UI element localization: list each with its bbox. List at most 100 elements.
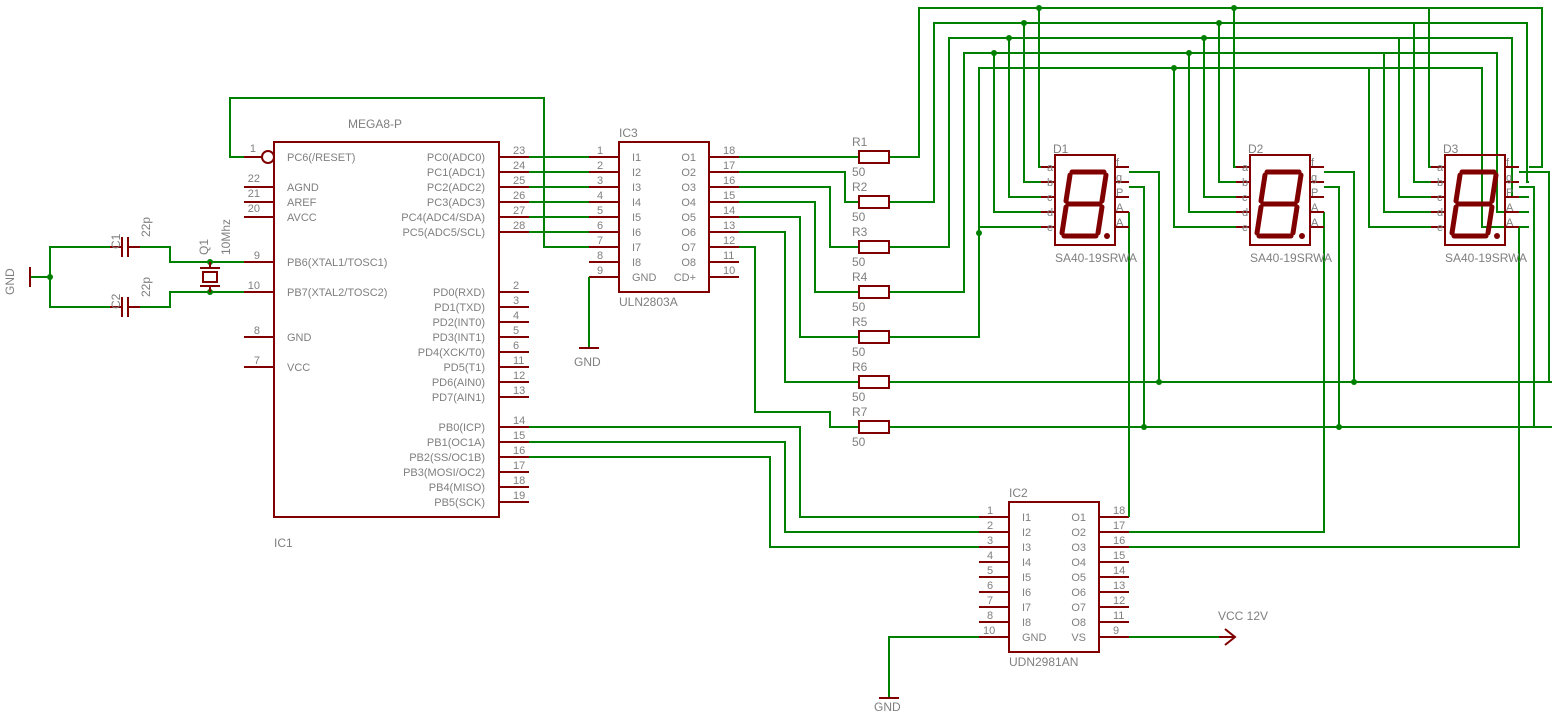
ic2-pin-num: 16 (1113, 535, 1125, 547)
resistor-value: 50 (852, 165, 866, 179)
gnd-label: GND (574, 355, 601, 369)
display-pin-label: e (1437, 222, 1443, 234)
display-body (1054, 154, 1116, 246)
ic3-pin-label: CD+ (674, 272, 696, 284)
ic2-pin-label: O1 (1071, 512, 1086, 524)
wire-d3-pins (1368, 8, 1439, 228)
display-pin-label: b (1047, 177, 1053, 189)
ic1-pin-num: 17 (513, 460, 525, 472)
ic1-pin-num: 1 (250, 143, 256, 155)
ic1-pin-label: PC2(ADC2) (427, 182, 485, 194)
capacitor-value: 22p (139, 217, 153, 237)
ic1-pin-num: 19 (513, 490, 525, 502)
resistor-name: R4 (852, 270, 868, 284)
ic3-pin-num: 11 (723, 250, 734, 262)
display-pin-label: a (1242, 162, 1249, 174)
ic3-pin-num: 15 (723, 190, 735, 202)
seven-segment-digit (1254, 169, 1304, 239)
ic1-pin-num: 27 (513, 205, 525, 217)
display-pin-label: P (1311, 187, 1318, 199)
ic3-pin-num: 18 (723, 145, 735, 157)
resistor-r4 (858, 285, 890, 299)
ic1-pin-label: PD5(T1) (443, 362, 485, 374)
ic3-pin-lines (589, 156, 739, 278)
ic1-pin-num: 15 (513, 430, 525, 442)
junction (1006, 35, 1012, 41)
ic2-pin-num: 14 (1113, 565, 1125, 577)
display-pin-label: g (1311, 172, 1317, 184)
ic2-pin-label: I3 (1022, 542, 1031, 554)
display-pin-label: f (1116, 157, 1120, 169)
ic1-pin-num: 28 (513, 220, 525, 232)
display-value: SA40-19SRWA (1250, 251, 1332, 265)
vcc-label: VCC 12V (1218, 609, 1268, 623)
resistor-r3 (858, 240, 890, 254)
gnd-symbol-ic2: GND (874, 697, 901, 714)
display-pin-label: A (1116, 202, 1124, 214)
ic1-pin-num: 11 (513, 355, 524, 367)
display-pin-label: A (1311, 217, 1319, 229)
ic3-pin-num: 13 (723, 220, 735, 232)
ic2-pin-label: I7 (1022, 602, 1031, 614)
capacitor-name: C1 (109, 233, 123, 249)
ic2-pin-lines (979, 516, 1129, 638)
ic1-pin-num: 12 (513, 370, 525, 382)
ic1-pin-label: AVCC (287, 212, 317, 224)
ic3: IC3 ULN2803A 1 I1 2 I2 3 I3 4 I4 5 I5 6 … (589, 126, 739, 309)
ic3-pin-label: I2 (632, 167, 641, 179)
resistor-value: 50 (852, 300, 866, 314)
gnd-label: GND (3, 268, 17, 295)
decimal-point (1299, 233, 1305, 239)
decimal-point (1494, 233, 1500, 239)
ic1-pin-num: 10 (248, 280, 260, 292)
ic1-name: IC1 (274, 536, 293, 550)
ic2-pin-label: O8 (1071, 617, 1086, 629)
ic2-pin-label: I6 (1022, 587, 1031, 599)
ic2-pin-num: 17 (1113, 520, 1125, 532)
resistor-r5 (858, 330, 890, 344)
ic1-pin-label: GND (287, 332, 312, 344)
seven-segment-digit (1059, 169, 1109, 239)
ic2-pin-label: O4 (1071, 557, 1086, 569)
wire-display-g-p (1129, 171, 1550, 427)
ic2-pin-num: 3 (987, 535, 993, 547)
ic1-pin-label: PD4(XCK/T0) (418, 347, 485, 359)
ic3-pin-num: 1 (597, 145, 603, 157)
ic2-pin-label: I8 (1022, 617, 1031, 629)
junction (1201, 35, 1207, 41)
ic3-pin-num: 14 (723, 205, 735, 217)
ic1-pin-label: PC3(ADC3) (427, 197, 485, 209)
resistor-name: R3 (852, 225, 868, 239)
ic3-pin-label: I4 (632, 197, 641, 209)
ic1-pin-label: PD0(RXD) (433, 287, 485, 299)
ic3-pin-label: I8 (632, 257, 641, 269)
ic1-pin-label: PD1(TXD) (434, 302, 485, 314)
display-pin-label: d (1242, 207, 1248, 219)
display-value: SA40-19SRWA (1055, 251, 1137, 265)
crystal-name: Q1 (197, 239, 211, 255)
display-name: D2 (1248, 142, 1264, 156)
ic1-pin-num: 24 (513, 160, 525, 172)
capacitor-symbol (110, 237, 140, 257)
junction (1351, 379, 1357, 385)
display-pin-label: e (1242, 222, 1248, 234)
junction (1186, 50, 1192, 56)
ic2-pin-num: 2 (987, 520, 993, 532)
capacitor-name: C2 (109, 293, 123, 309)
ic2-pin-label: GND (1022, 632, 1047, 644)
ic1-pin-num: 4 (513, 310, 519, 322)
ic3-pin-label: GND (632, 272, 657, 284)
ic2: IC2 UDN2981AN 1 I1 2 I2 3 I3 4 I4 5 I5 6… (979, 486, 1129, 669)
resistor-r2 (858, 195, 890, 209)
ic3-pin-label: O8 (681, 257, 696, 269)
capacitor-value: 22p (139, 277, 153, 297)
ic2-pin-num: 11 (1113, 610, 1124, 622)
display-pin-label: A (1116, 217, 1124, 229)
ic3-pin-label: I1 (632, 152, 641, 164)
ic1-pin-label: PB7(XTAL2/TOSC2) (287, 287, 387, 299)
gnd-symbol-ic3: GND (574, 347, 601, 369)
display-d3: D3 SA40-19SRWA a b c d e f g P A A (1431, 142, 1527, 265)
ic1-pin-num: 13 (513, 385, 525, 397)
resistor-value: 50 (852, 435, 866, 449)
ic1-pin-num: 22 (248, 173, 260, 185)
